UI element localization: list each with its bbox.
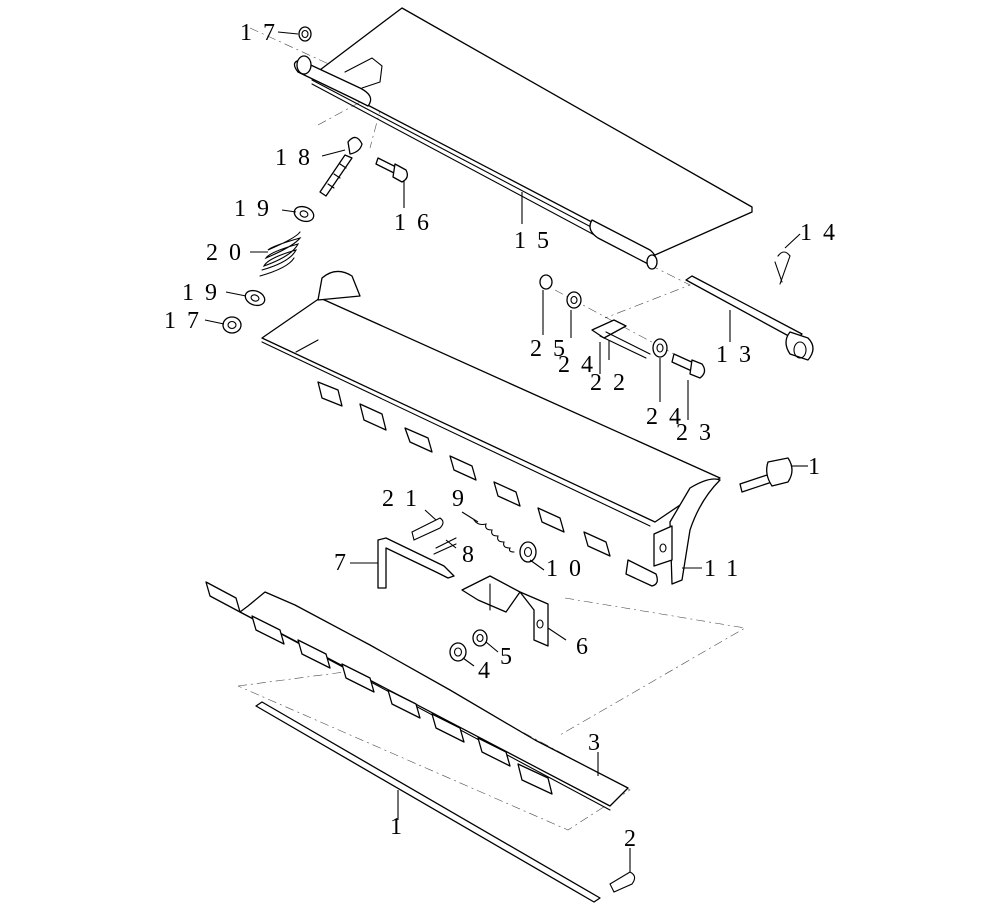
- callout-24-right: 24: [646, 404, 692, 430]
- callout-22: 22: [590, 370, 636, 396]
- part-9-spring: [473, 519, 515, 553]
- callout-labels: 17 18 16 19 20 19 17 15 14 13 25 24 22 2…: [164, 20, 846, 852]
- part-13-hinge-pin: [685, 275, 814, 361]
- part-19-washer-bottom: [244, 289, 266, 307]
- callout-19-top: 19: [234, 196, 280, 222]
- callout-17-bottom: 17: [164, 308, 210, 334]
- callout-1-rod: 1: [390, 814, 413, 840]
- part-15-upper-cover: [293, 7, 753, 270]
- part-6-bracket: [461, 575, 549, 647]
- callout-9: 9: [452, 486, 475, 512]
- callout-24-left: 24: [558, 352, 604, 378]
- callout-5: 5: [500, 644, 523, 670]
- part-11-main-plate: [261, 270, 721, 587]
- part-17-nut-bottom: [222, 316, 242, 334]
- callout-11: 11: [704, 556, 749, 582]
- callout-4: 4: [478, 658, 501, 684]
- callout-19-bottom: 19: [182, 280, 228, 306]
- part-3-lower-hinge-leaf: [205, 581, 629, 811]
- part-21-cotter-pin: [411, 517, 444, 541]
- callout-21: 21: [382, 486, 428, 512]
- part-7-l-rod: [377, 537, 455, 589]
- part-5-washer: [472, 629, 488, 647]
- part-16-bolt: [375, 157, 408, 183]
- part-4-nut: [449, 642, 467, 662]
- callout-14: 14: [800, 220, 846, 246]
- callout-20: 20: [206, 240, 252, 266]
- callout-17-top: 17: [240, 20, 286, 46]
- callout-6: 6: [576, 634, 599, 660]
- part-1-carriage-bolt: [739, 457, 793, 493]
- callout-7: 7: [334, 550, 357, 576]
- part-14-cotter-pin: [774, 251, 791, 285]
- callout-15: 15: [514, 228, 560, 254]
- callout-25: 25: [530, 336, 576, 362]
- part-10-washer: [519, 541, 537, 563]
- callout-10: 10: [546, 556, 592, 582]
- part-17-nut-top: [298, 26, 312, 42]
- part-1-long-rod: [255, 701, 601, 903]
- callout-13: 13: [716, 342, 762, 368]
- part-20-spring: [259, 231, 302, 277]
- middle-plate-knuckles: [317, 381, 611, 557]
- part-18-eye-bolt: [319, 136, 363, 197]
- parts-25-22-23-24-hardware: [539, 274, 706, 379]
- lower-leaf-knuckles: [205, 581, 553, 795]
- part-19-washer-top: [293, 205, 315, 223]
- part-2-cotter-pin: [609, 871, 636, 893]
- callout-18: 18: [275, 145, 321, 171]
- callout-16: 16: [394, 210, 440, 236]
- callout-8: 8: [462, 542, 485, 568]
- leader-lines: [204, 31, 808, 872]
- callout-2: 2: [624, 826, 647, 852]
- callout-1-bolt: 1: [808, 454, 831, 480]
- callout-3: 3: [588, 730, 611, 756]
- callout-23: 23: [676, 420, 722, 446]
